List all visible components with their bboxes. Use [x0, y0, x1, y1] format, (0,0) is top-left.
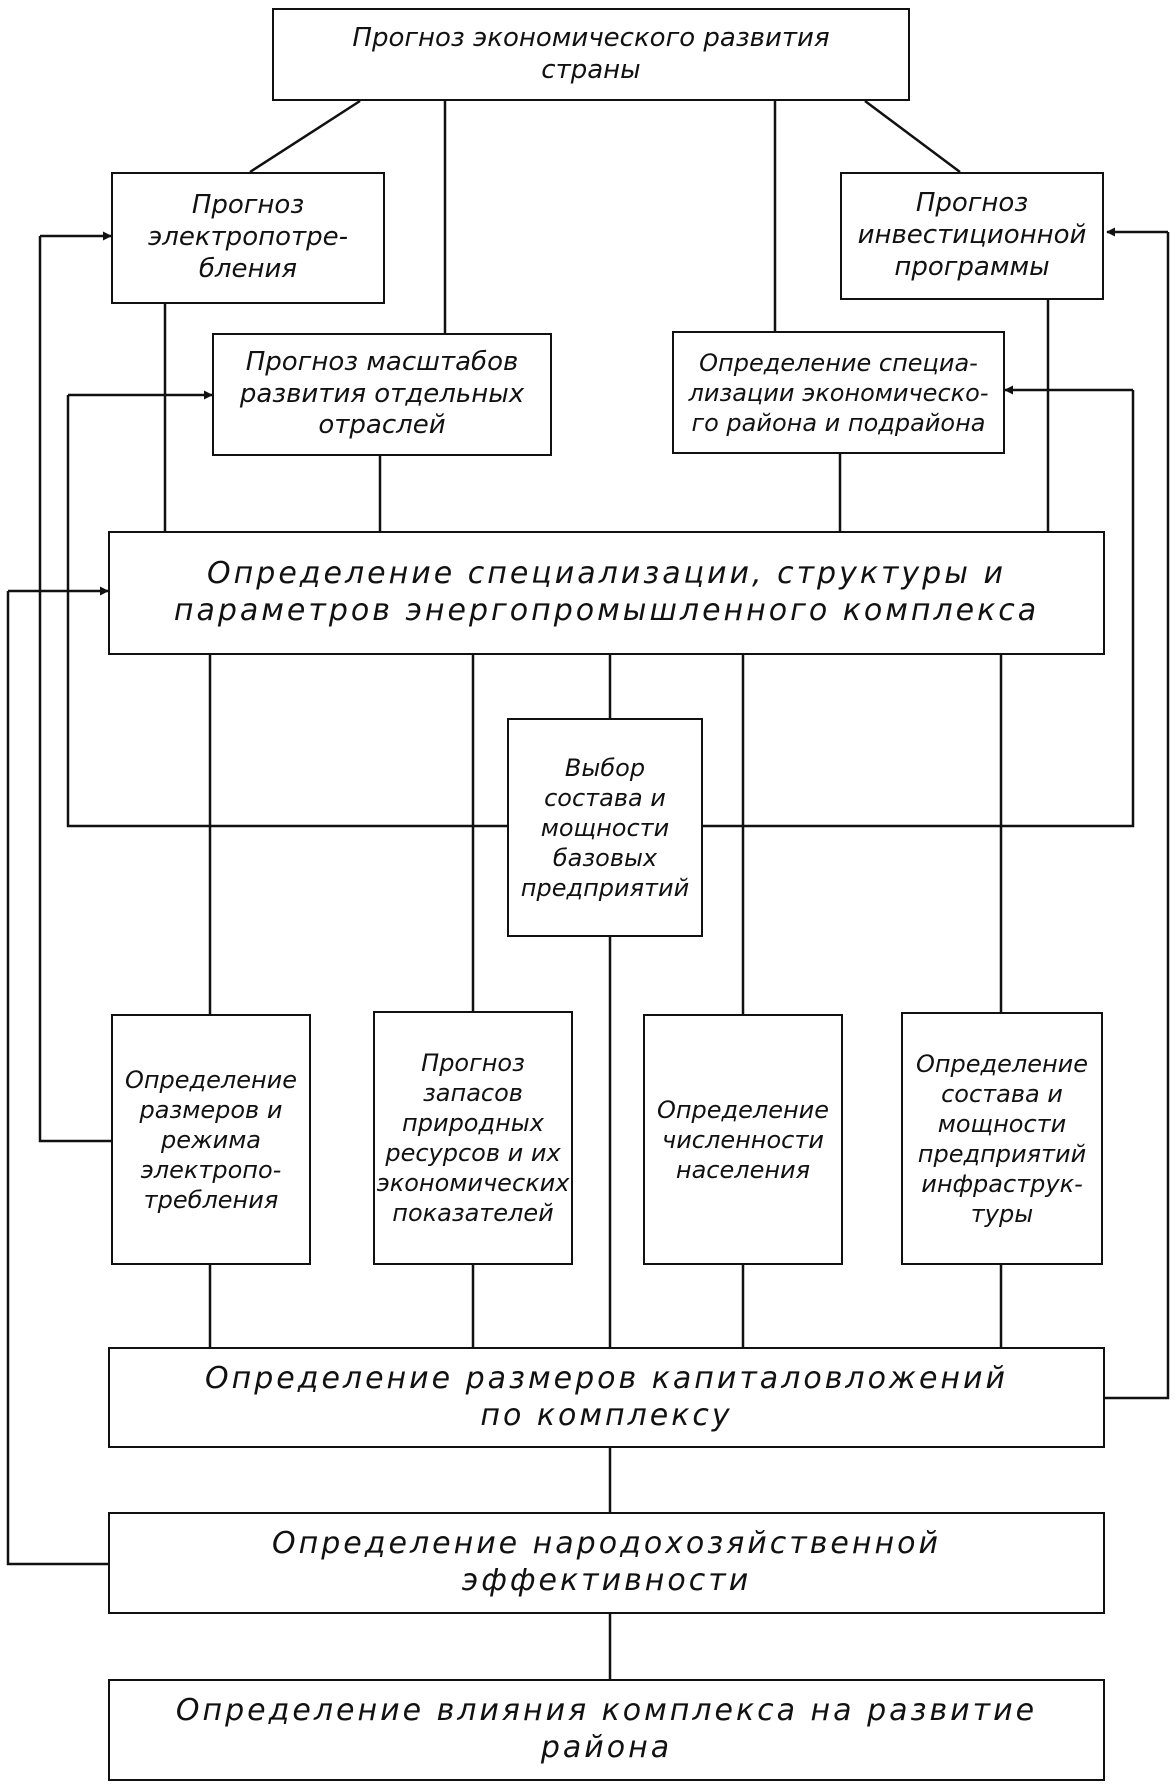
- feedback-right-to-specialization: [703, 390, 1135, 828]
- node-capital-investment: Определение размеров капиталовложений по…: [108, 1347, 1105, 1448]
- node-population: Определение численности населения: [643, 1014, 843, 1265]
- node-forecast-investment: Прогноз инвестиционной программы: [840, 172, 1104, 300]
- feedback-power-regime: [38, 236, 111, 1143]
- feedback-left-to-industries: [66, 395, 507, 828]
- node-infrastructure: Определение состава и мощности предприят…: [901, 1012, 1103, 1265]
- node-regional-impact: Определение влияния комплекса на развити…: [108, 1679, 1105, 1781]
- node-specialization-region: Определение специа- лизации экономическо…: [672, 331, 1005, 454]
- node-forecast-power: Прогноз электропотре- бления: [111, 172, 385, 304]
- feedback-capital: [1105, 232, 1170, 1400]
- node-base-enterprises: Выбор состава и мощности базовых предпри…: [507, 718, 703, 937]
- node-complex-structure: Определение специализации, структуры и п…: [108, 531, 1105, 655]
- node-power-regime: Определение размеров и режима электропо-…: [111, 1014, 311, 1265]
- node-economic-efficiency: Определение народохозяйственной эффектив…: [108, 1512, 1105, 1614]
- link-country-to-power: [249, 99, 361, 174]
- node-forecast-country: Прогноз экономического развития страны: [272, 8, 910, 101]
- node-forecast-industries: Прогноз масштабов развития отдельных отр…: [212, 333, 552, 456]
- feedback-efficiency: [6, 591, 108, 1566]
- node-natural-resources: Прогноз запасов природных ресурсов и их …: [373, 1011, 573, 1265]
- link-country-to-investment: [864, 99, 961, 174]
